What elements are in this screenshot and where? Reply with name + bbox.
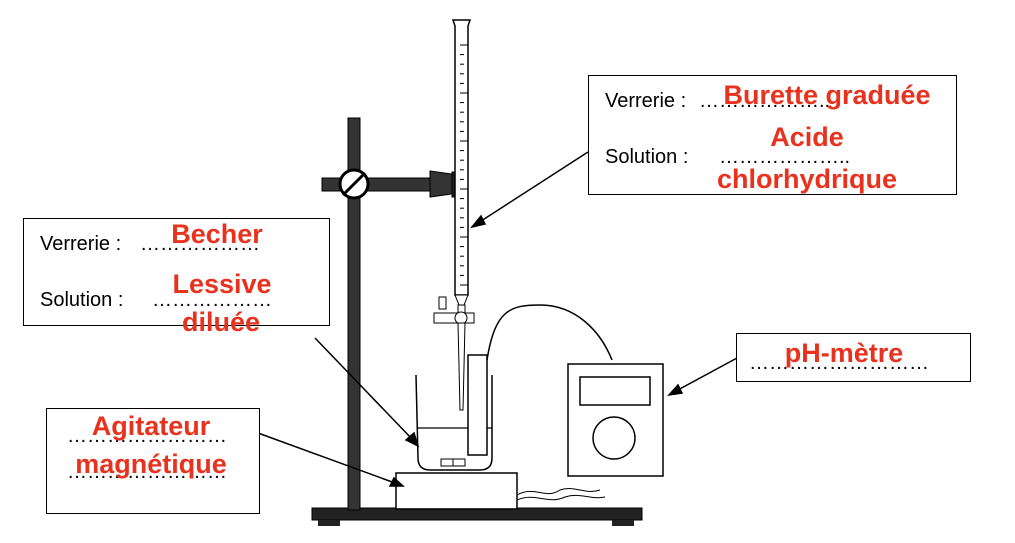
- becher-glass-dots: ………………: [140, 233, 260, 255]
- burette-solution-answer-line1: Acide: [770, 122, 844, 152]
- burette-glass-answer: Burette graduée: [723, 80, 931, 110]
- magnetic-stirrer: [395, 472, 606, 510]
- burette-glass-label: Verrerie :: [605, 90, 687, 112]
- burette-solution-answer-line2: chlorhydrique: [716, 164, 898, 194]
- becher-solution-label: Solution :: [40, 289, 124, 311]
- ph-electrode: [467, 304, 613, 456]
- phmetre-dots: ………………………: [749, 352, 929, 374]
- becher-glass-answer: Becher: [171, 219, 263, 249]
- becher-solution-answer-line1: Lessive: [172, 269, 272, 299]
- burette-glass-dots: ………………..: [699, 90, 831, 112]
- agitateur-answer-line1: Agitateur: [91, 411, 211, 441]
- burette-solution-dots: ………………..: [719, 146, 851, 168]
- phmetre-answer: pH-mètre: [784, 338, 904, 368]
- burette-clamp: [321, 168, 469, 200]
- becher-solution-dots: ………………: [152, 289, 272, 311]
- agitateur-answer-line2: magnétique: [75, 449, 227, 479]
- stand-rod: [347, 117, 361, 511]
- becher-glass-label: Verrerie :: [40, 233, 122, 255]
- becher-solution-answer-line2: diluée: [181, 307, 261, 337]
- burette: [433, 19, 475, 411]
- burette-label-box: Verrerie : ……………….. Burette graduée Solu…: [588, 75, 957, 195]
- becher-label-box: Verrerie : ……………… Becher Solution : ……………: [23, 218, 330, 337]
- burette-solution-label: Solution :: [605, 146, 689, 168]
- agitateur-dots-1: ……………………: [67, 425, 227, 447]
- stand-base: [311, 507, 643, 526]
- pointer-arrows: [257, 151, 738, 487]
- agitateur-dots-2: ……………………: [67, 461, 227, 483]
- ph-meter: [567, 363, 664, 477]
- phmetre-label-box: ……………………… pH-mètre: [736, 333, 971, 382]
- agitateur-label-box: …………………… …………………… Agitateur magnétique: [46, 408, 260, 514]
